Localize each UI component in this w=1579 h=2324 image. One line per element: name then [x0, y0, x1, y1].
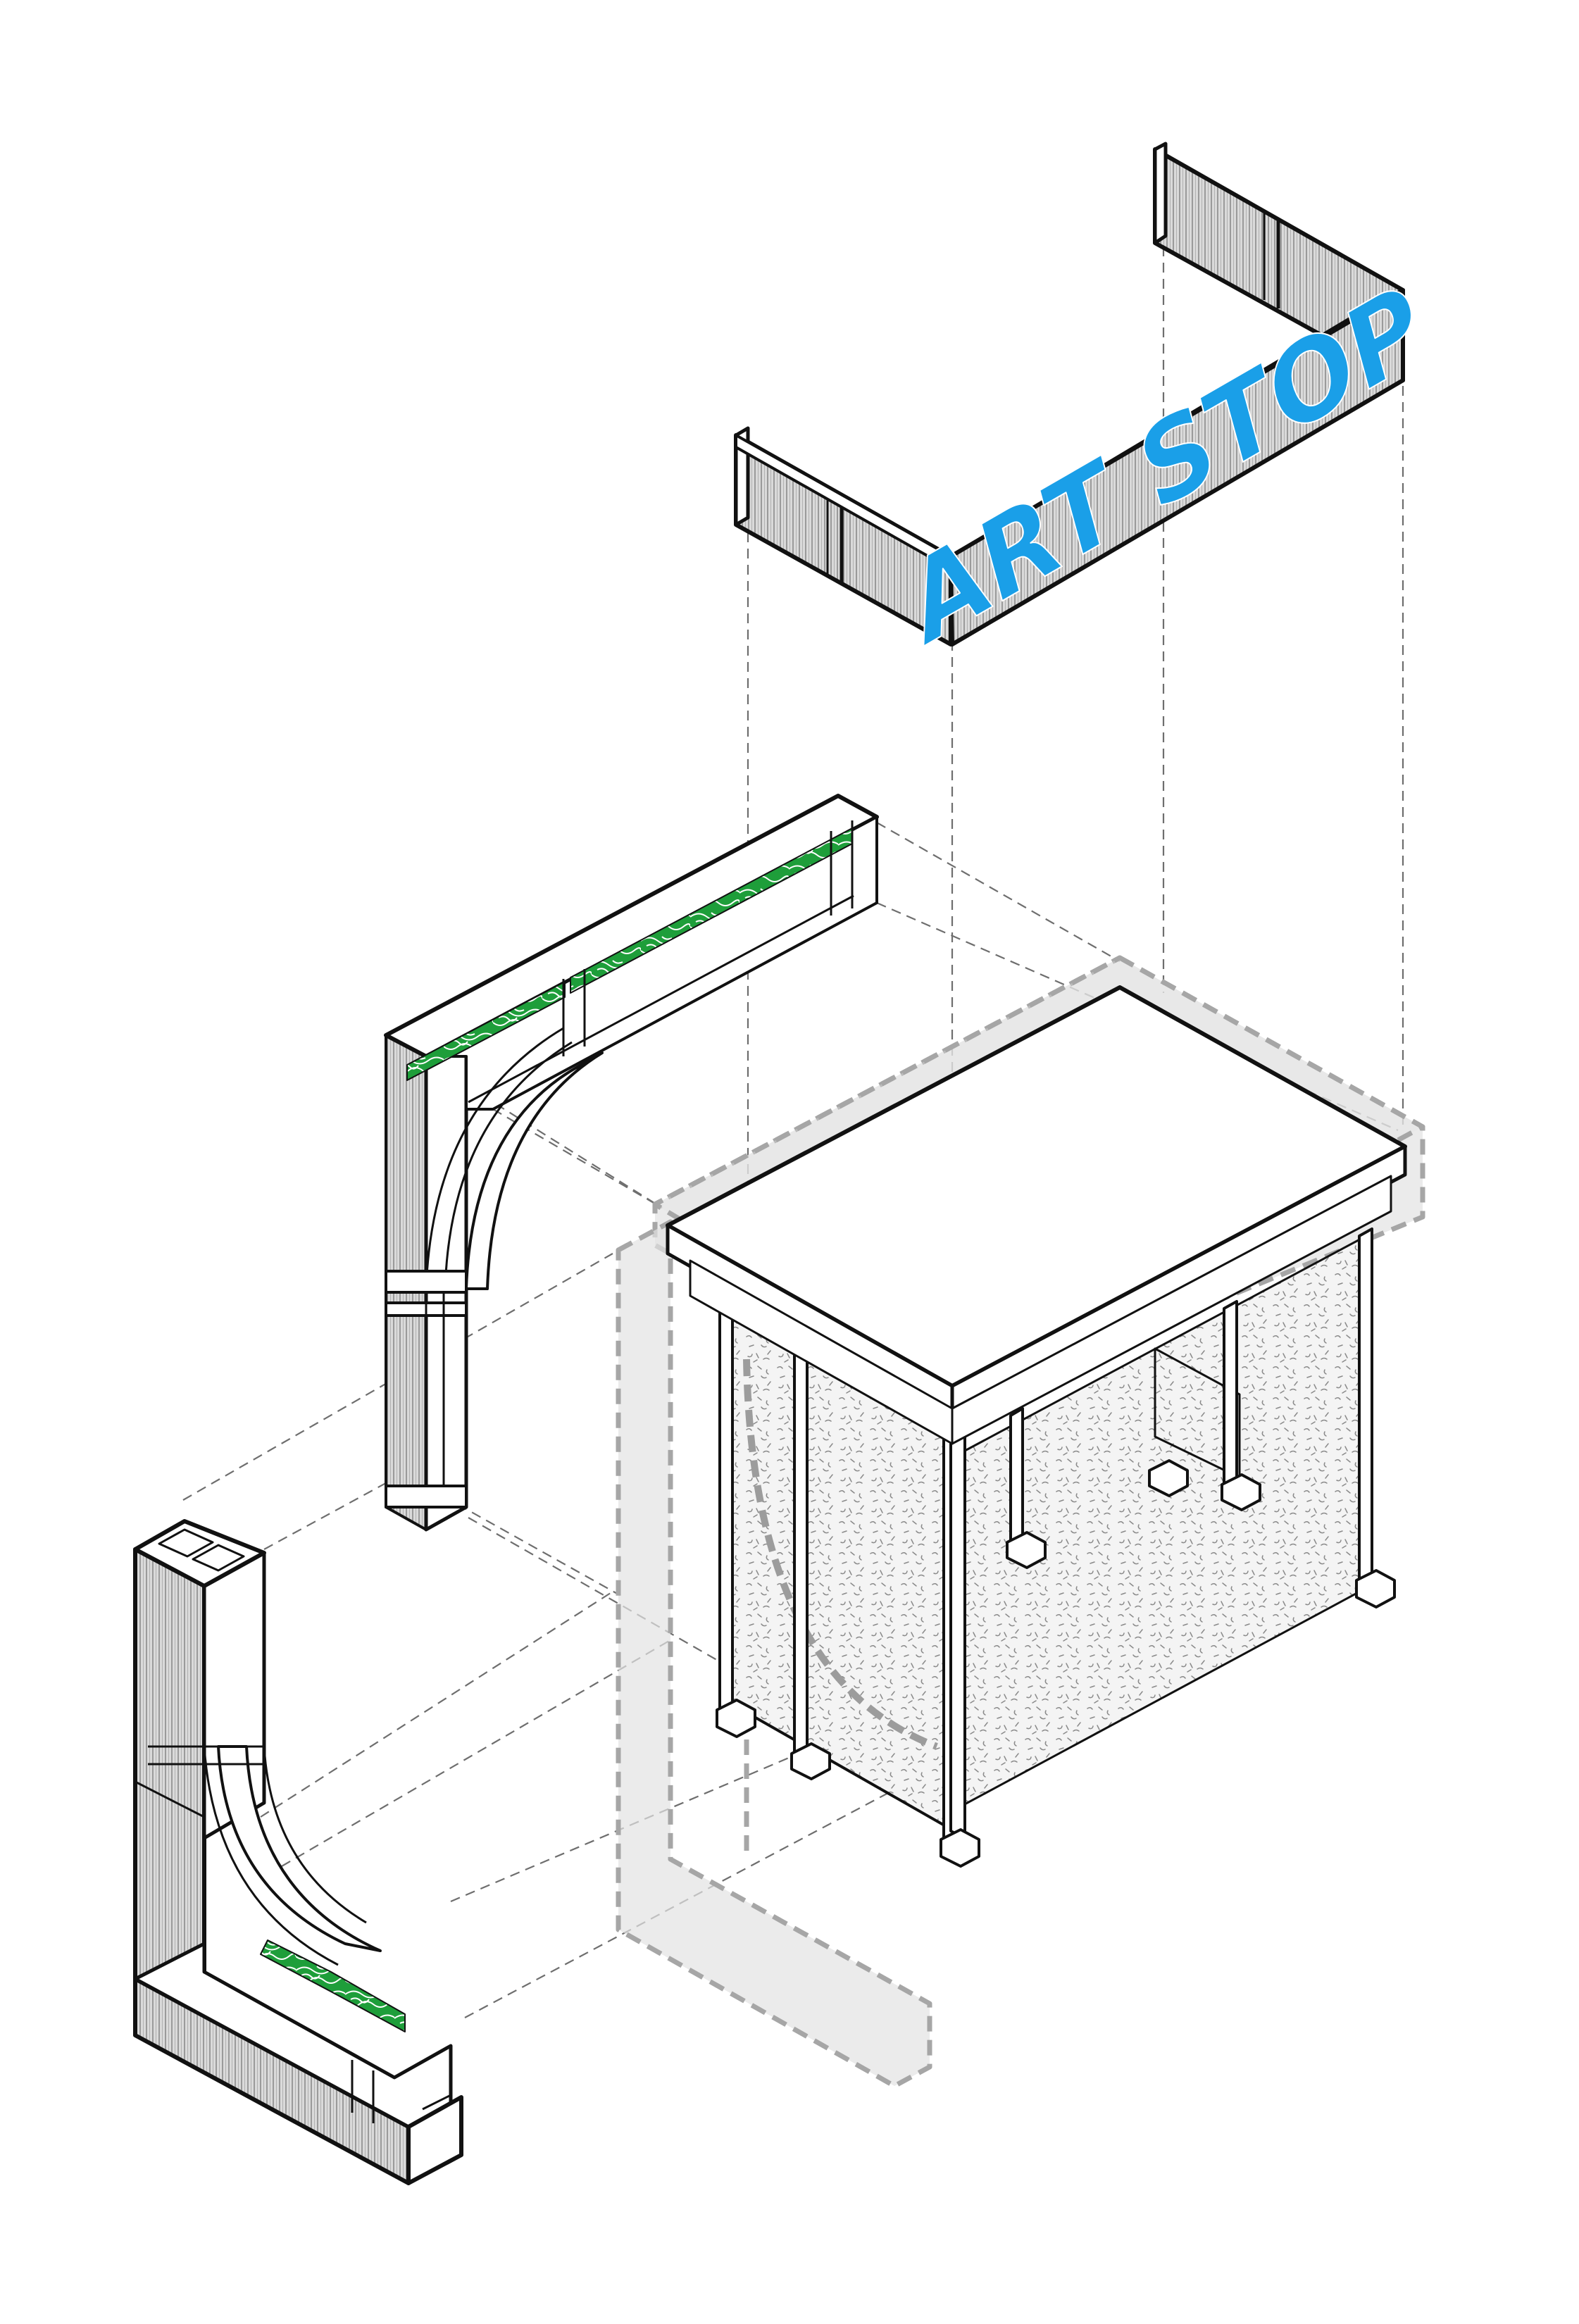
shelter-feet	[716, 1459, 1396, 1868]
lower-arch-frame	[133, 1519, 463, 2185]
lower-arch-green-inlay	[260, 1939, 406, 2032]
canopy-sign-frame: ART STOP	[734, 142, 1446, 670]
lower-arch-end-box	[406, 2095, 463, 2185]
upper-arch-frame	[384, 794, 879, 1532]
lower-arch-leg-face	[133, 1547, 206, 2018]
shelter-posts	[718, 1227, 1373, 1845]
shelter-body	[666, 985, 1407, 1868]
lower-arch-curve	[217, 1745, 382, 1952]
shelter-roof-side-edge	[950, 1144, 1407, 1416]
upper-arch-green-inlay-1	[406, 981, 566, 1081]
upper-arch-curve	[465, 1051, 604, 1290]
canopy-sign-band	[949, 288, 1405, 646]
lower-arch-top-cap	[133, 1519, 266, 1588]
